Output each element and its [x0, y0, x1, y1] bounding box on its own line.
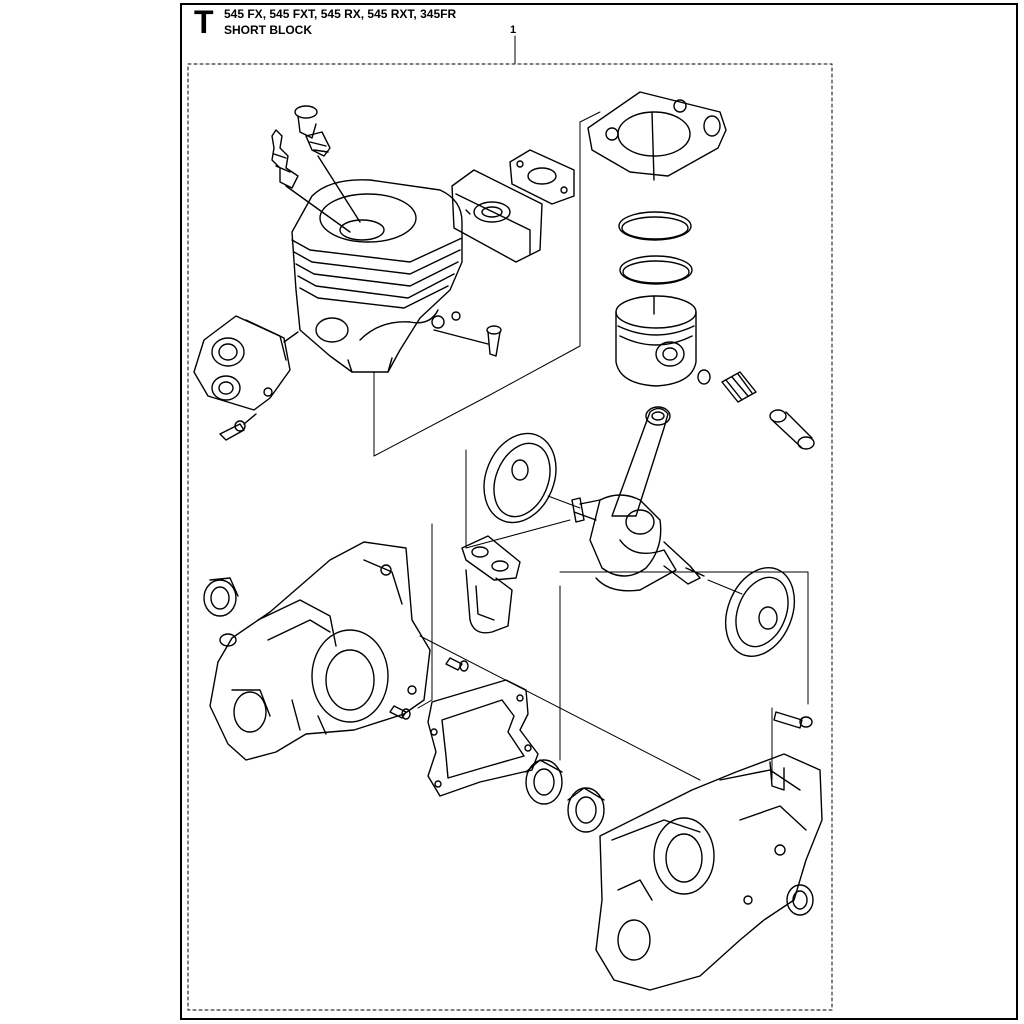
manifold-screw: [219, 413, 257, 441]
piston-ring-lower: [619, 255, 693, 285]
shaft-seal-left: [203, 577, 239, 617]
piston: [615, 295, 697, 387]
crankshaft: [571, 406, 705, 592]
crank-flywheel-disc-left: [483, 432, 581, 524]
exhaust-flange: [451, 169, 543, 263]
main-bearing: [567, 787, 605, 833]
crankcase-right: [595, 753, 823, 991]
crankshaft-leader: [465, 449, 809, 705]
crankcase-gasket: [427, 679, 539, 797]
cylinder-screw: [433, 325, 502, 357]
intake-manifold: [193, 315, 299, 411]
needle-bearing: [721, 371, 757, 403]
decompression-valve: [294, 105, 361, 223]
piston-pin: [769, 409, 815, 450]
cylinder-gasket: [587, 91, 727, 181]
crankcase-screw: [771, 707, 813, 781]
shaft-seal-right: [786, 884, 814, 916]
assembly-boundary: [187, 35, 833, 1011]
dowel-pin: [389, 705, 411, 720]
cylinder-leader: [373, 111, 601, 457]
crank-flywheel-disc-right: [707, 566, 796, 658]
page-frame: [180, 3, 1018, 1020]
main-bearing: [525, 759, 563, 805]
crankcase-left: [209, 541, 431, 761]
spark-plug: [271, 129, 351, 233]
cylinder: [291, 179, 463, 373]
callout-1: 1: [510, 24, 517, 36]
section-letter: T: [194, 4, 214, 40]
piston-circlip: [697, 369, 711, 385]
intake-deflector: [461, 535, 521, 634]
crankcase-leader: [417, 523, 701, 781]
piston-ring-upper: [618, 211, 692, 241]
model-list: 545 FX, 545 FXT, 545 RX, 545 RXT, 345FR: [224, 7, 457, 21]
assembly-title: SHORT BLOCK: [224, 23, 312, 37]
dowel-pin: [445, 657, 469, 672]
exhaust-gasket: [509, 149, 575, 205]
